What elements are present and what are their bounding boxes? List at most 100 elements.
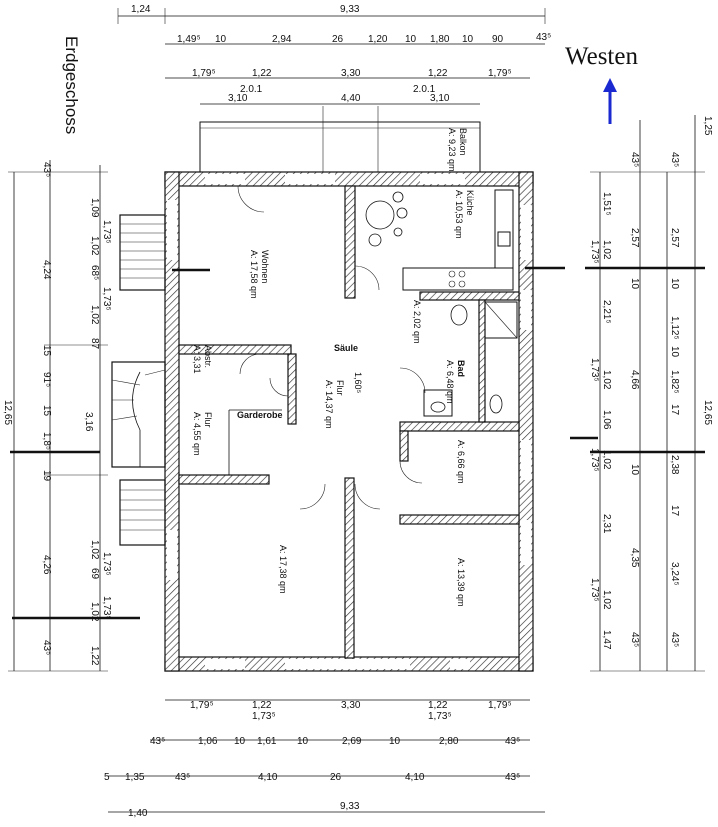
- bottom-dim-8: 43⁵: [150, 736, 165, 747]
- room-name-abstr: Abstr.: [203, 345, 213, 368]
- bottom-dim-22: 4,10: [405, 772, 425, 783]
- left-mid-dim-1: 4,24: [41, 260, 52, 280]
- right-mid-dim-1: 43⁵: [669, 152, 680, 167]
- top-dim-4: 10: [215, 34, 227, 45]
- left-dim-4: 1,02: [89, 236, 100, 256]
- bottom-dim-15: 2,80: [439, 736, 459, 747]
- right-dim-12: 10: [629, 464, 640, 476]
- right-dim-17: 43⁵: [629, 632, 640, 647]
- right-dim-10: 1,02: [601, 450, 612, 470]
- left-mid-dim-3: 4,26: [41, 555, 52, 575]
- right-dim-16: 1,47: [601, 630, 612, 650]
- bottom-dim-3: 3,30: [341, 700, 361, 711]
- left-dim-8: 87: [89, 338, 100, 350]
- top-dim-8: 10: [405, 34, 417, 45]
- right-outer-dim: 12,65: [702, 400, 713, 425]
- right-dim-14: 1,73⁵: [589, 578, 600, 602]
- bottom-dim-20: 4,10: [258, 772, 278, 783]
- bottom-dimensions: 1,79⁵ 1,22 3,30 1,22 1,79⁵ 1,73⁵ 1,73⁵ 4…: [104, 699, 545, 819]
- left-dim-3: 1,73⁵: [101, 220, 112, 244]
- mark-right: 2.0.1: [413, 84, 436, 95]
- right-mid2-dim-2: 4,66: [629, 370, 640, 390]
- right-dim-8: 1,02: [601, 370, 612, 390]
- left-dim-20: 1,22: [89, 646, 100, 666]
- right-mid-dim-3: 10: [669, 278, 680, 290]
- left-dim-7: 1,02: [89, 305, 100, 325]
- bottom-dim-13: 2,69: [342, 736, 362, 747]
- bottom-dim-7: 1,73⁵: [428, 711, 452, 722]
- top-dim-19: 4,40: [341, 93, 361, 104]
- left-dim-6: 1,73⁵: [101, 287, 112, 311]
- right-dim-11: 1,73⁵: [589, 448, 600, 472]
- right-mid-dim-8: 2,38: [669, 455, 680, 475]
- label-saeule: Säule: [334, 343, 358, 353]
- kitchen-fixtures: [365, 189, 514, 291]
- room-area-east: A: 6,66 qm: [456, 440, 466, 484]
- room-area-abstr: A: 3,31: [192, 345, 202, 374]
- left-dim-14: 1,02: [89, 540, 100, 560]
- right-dim-9: 1,06: [601, 410, 612, 430]
- right-mid2-dim-3: 4,35: [629, 548, 640, 568]
- room-name-bad: Bad: [456, 360, 466, 377]
- bottom-dim-10: 10: [234, 736, 246, 747]
- top-dimensions: 1,24 9,33 1,49⁵ 10 2,94 26 1,20 10 1,80 …: [117, 4, 551, 105]
- top-dim-1: 1,24: [131, 4, 151, 15]
- right-dim-6: 2,21⁵: [601, 300, 612, 324]
- right-mid-dim-6: 1,82⁵: [669, 370, 680, 394]
- room-area-flur-1: A: 4,55 qm: [192, 412, 202, 456]
- left-dim-15: 1,73⁵: [101, 552, 112, 576]
- right-dim-1: 43⁵: [629, 152, 640, 167]
- saeule-dim: 1,60⁵: [353, 372, 363, 394]
- left-mid-dim-2: 3,16: [83, 412, 94, 432]
- bathroom-fixtures: [423, 301, 518, 417]
- right-outer-top-dim: 1,25: [702, 116, 713, 136]
- left-dim-17: 1,73⁵: [101, 596, 112, 620]
- right-mid-dim-4: 1,12⁵: [669, 316, 680, 340]
- room-name-balkon: Balkon: [458, 128, 468, 156]
- right-mid-dim-2: 2,57: [669, 228, 680, 248]
- right-mid-dim-10: 3,24⁵: [669, 562, 680, 586]
- bottom-dim-23: 43⁵: [505, 772, 520, 783]
- plan-title: Erdgeschoss: [62, 36, 81, 134]
- room-labels: Wohnen A: 17,58 qm Küche A: 10,53 qm Bal…: [192, 128, 475, 607]
- right-mid-dim-5: 10: [669, 346, 680, 358]
- right-dim-5: 10: [629, 278, 640, 290]
- left-dim-10: 91⁵: [41, 372, 52, 387]
- right-mid-dim-7: 17: [669, 404, 680, 416]
- stairs: [111, 214, 166, 546]
- top-dim-17: 1,79⁵: [488, 68, 512, 79]
- arrow-head-icon: [603, 78, 617, 92]
- bottom-dim-14: 10: [389, 736, 401, 747]
- room-area-wc: A: 2,02 qm: [412, 300, 422, 344]
- room-area-southeast: A: 13,39 qm: [456, 558, 466, 607]
- bottom-dim-16: 43⁵: [505, 736, 520, 747]
- room-area-kueche: A: 10,53 qm: [454, 190, 464, 239]
- left-dim-19: 43⁵: [41, 640, 52, 655]
- top-dim-20: 3,10: [430, 93, 450, 104]
- room-name-kueche: Küche: [465, 190, 475, 216]
- left-dim-18: 1,02: [89, 602, 100, 622]
- compass: Westen: [565, 43, 638, 124]
- room-area-bad: A: 6,48 qm: [445, 360, 455, 404]
- bottom-dim-21: 26: [330, 772, 342, 783]
- bottom-dim-24: 1,40: [128, 808, 148, 819]
- top-dim-5: 2,94: [272, 34, 292, 45]
- room-area-wohnen: A: 17,58 qm: [249, 250, 259, 299]
- top-dim-3: 1,49⁵: [177, 34, 201, 45]
- left-outer-dim: 12,65: [2, 400, 13, 425]
- bottom-dim-17: 5: [104, 772, 110, 783]
- doors: [237, 185, 426, 510]
- bottom-dim-19: 43⁵: [175, 772, 190, 783]
- bottom-dim-25: 9,33: [340, 801, 360, 812]
- left-dim-9: 15: [41, 345, 52, 357]
- right-dim-7: 1,73⁵: [589, 358, 600, 382]
- label-garderobe: Garderobe: [237, 410, 283, 420]
- right-dim-3: 1,73⁵: [589, 240, 600, 264]
- right-mid-dim-11: 43⁵: [669, 632, 680, 647]
- room-area-southwest: A: 17,38 qm: [278, 545, 288, 594]
- top-dim-14: 1,22: [252, 68, 272, 79]
- bottom-dim-18: 1,35: [125, 772, 145, 783]
- balcony: [199, 106, 481, 173]
- left-dimensions: 12,65 4,24 3,16 4,26 43⁵ 1,09 1,73⁵ 1,02…: [2, 160, 112, 672]
